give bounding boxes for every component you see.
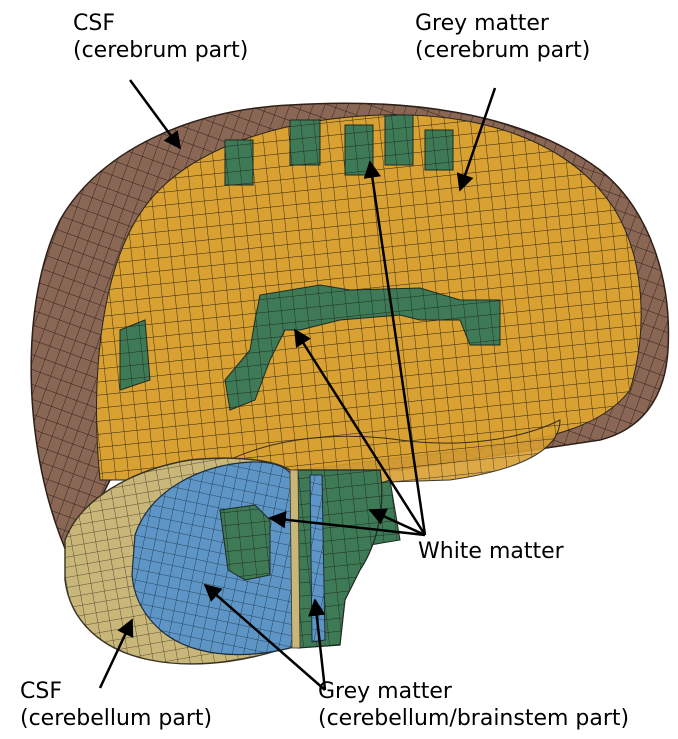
label-grey-cerebellum-line1: Grey matter — [318, 678, 629, 705]
brainstem-csf-strip — [290, 470, 300, 648]
label-csf-cerebellum-line2: (cerebellum part) — [20, 705, 212, 732]
label-grey-matter-cerebrum: Grey matter (cerebrum part) — [415, 10, 590, 64]
label-grey-cerebellum-line2: (cerebellum/brainstem part) — [318, 705, 629, 732]
white-matter-cerebellum — [220, 505, 270, 580]
label-csf-cerebellum: CSF (cerebellum part) — [20, 678, 212, 732]
label-csf-cerebrum: CSF (cerebrum part) — [73, 10, 248, 64]
label-grey-cerebrum-line2: (cerebrum part) — [415, 37, 590, 64]
label-csf-cerebrum-line2: (cerebrum part) — [73, 37, 248, 64]
label-grey-matter-cerebellum: Grey matter (cerebellum/brainstem part) — [318, 678, 629, 732]
label-csf-cerebellum-line1: CSF — [20, 678, 212, 705]
label-white-matter: White matter — [418, 538, 564, 565]
label-csf-cerebrum-line1: CSF — [73, 10, 248, 37]
label-grey-cerebrum-line1: Grey matter — [415, 10, 590, 37]
label-white-matter-line1: White matter — [418, 538, 564, 565]
brainstem-white-matter — [295, 470, 382, 648]
